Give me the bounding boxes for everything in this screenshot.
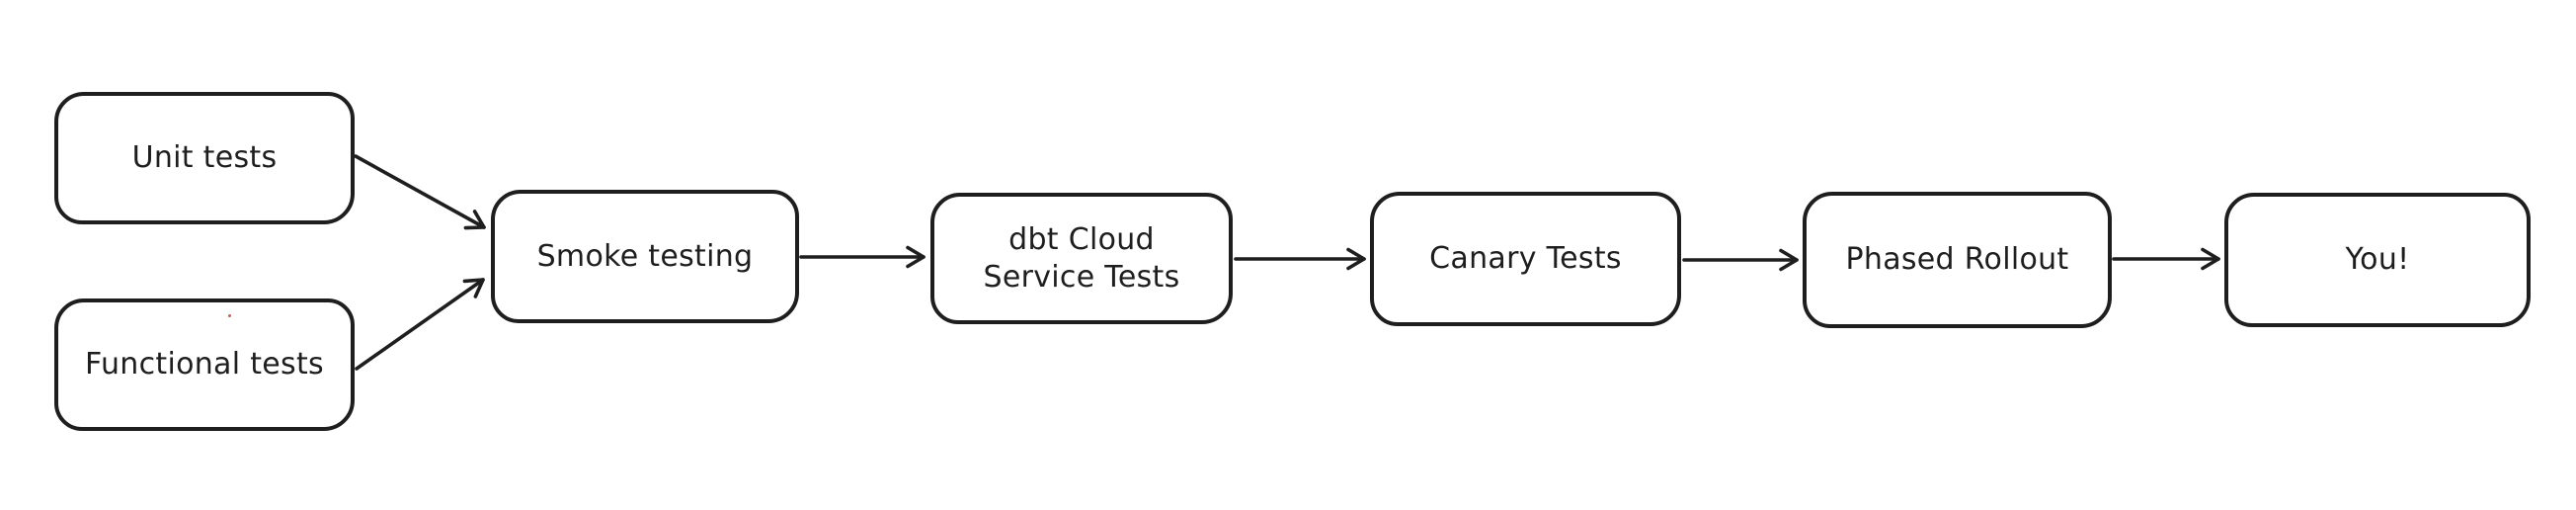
node-dbt-cloud-service-tests: dbt Cloud Service Tests	[930, 193, 1233, 324]
node-you: You!	[2224, 193, 2531, 327]
node-canary-tests: Canary Tests	[1370, 192, 1681, 326]
node-smoke-testing: Smoke testing	[491, 190, 799, 323]
edge-unit-tests-to-smoke-testing	[354, 154, 486, 230]
node-dbt-cloud-service-tests-label: dbt Cloud Service Tests	[983, 221, 1180, 295]
node-functional-tests: Functional tests	[54, 298, 355, 431]
node-phased-rollout: Phased Rollout	[1803, 192, 2112, 328]
red-speck-artifact	[228, 314, 231, 317]
node-functional-tests-label: Functional tests	[85, 347, 324, 382]
node-phased-rollout-label: Phased Rollout	[1845, 242, 2069, 277]
node-smoke-testing-label: Smoke testing	[536, 238, 754, 274]
edge-functional-tests-to-smoke-testing	[355, 278, 485, 371]
node-unit-tests-label: Unit tests	[131, 140, 278, 175]
node-unit-tests: Unit tests	[54, 92, 355, 224]
node-canary-tests-label: Canary Tests	[1429, 241, 1622, 276]
node-you-label: You!	[2345, 242, 2410, 277]
